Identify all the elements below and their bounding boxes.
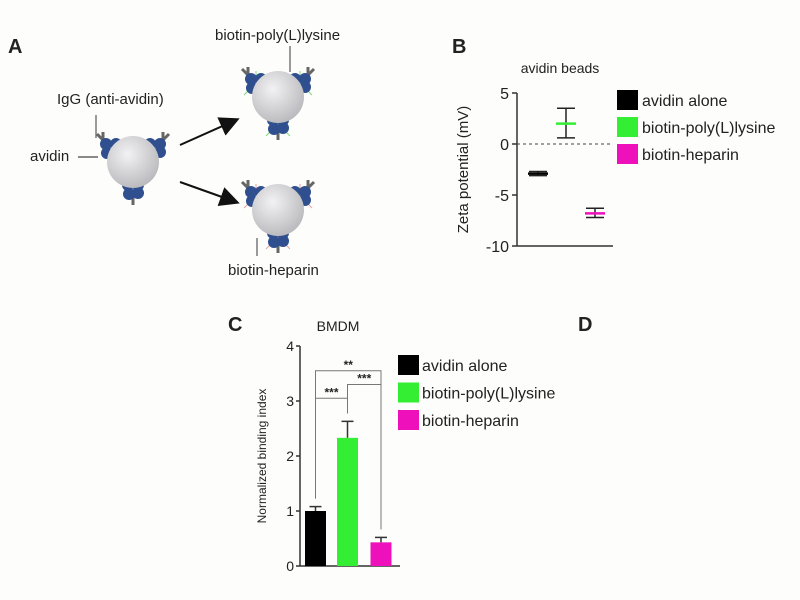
avidin-icon [100, 138, 112, 150]
legend-label: biotin-heparin [422, 413, 519, 430]
legend-swatch [617, 117, 638, 137]
y-axis-label: Normalized binding index [255, 389, 269, 524]
bead-sphere [252, 71, 304, 123]
y-tick-label: 4 [286, 338, 294, 354]
significance-label: *** [357, 372, 371, 386]
significance-label: *** [324, 385, 338, 399]
legend-swatch [617, 144, 638, 164]
legend-swatch [398, 355, 419, 375]
avidin-icon [123, 188, 135, 200]
chart-title: avidin beads [521, 60, 600, 76]
avidin-icon [277, 235, 289, 247]
label-heparin: biotin-heparin [228, 262, 319, 279]
legend-label: biotin-poly(L)lysine [642, 120, 775, 137]
bar [370, 542, 392, 566]
bead-icon [240, 67, 316, 140]
y-tick-label: 5 [500, 86, 509, 103]
y-tick-label: -10 [486, 239, 509, 256]
panel-letter-d: D [578, 314, 593, 336]
label-avidin: avidin [30, 148, 70, 165]
avidin-icon [268, 123, 280, 135]
legend-swatch [398, 382, 419, 403]
panel-letter-c: C [228, 314, 243, 336]
legend-label: biotin-poly(L)lysine [422, 386, 555, 403]
label-igg: IgG (anti-avidin) [57, 91, 164, 108]
avidin-icon [245, 73, 257, 85]
bead-icon [95, 132, 171, 205]
y-tick-label: 1 [286, 503, 294, 519]
significance-bracket [315, 397, 348, 499]
bar [305, 511, 326, 566]
arrow-to-poly-lysine [179, 117, 240, 146]
avidin-icon [245, 186, 257, 198]
legend-label: avidin alone [642, 93, 728, 110]
legend-label: biotin-heparin [642, 147, 739, 164]
bead-sphere [252, 184, 304, 236]
avidin-icon [277, 122, 289, 134]
y-tick-label: 0 [500, 137, 509, 154]
legend-swatch [617, 90, 638, 110]
avidin-icon [268, 236, 280, 248]
y-axis-label: Zeta potential (mV) [455, 106, 472, 234]
y-tick-label: -5 [495, 188, 509, 205]
bead-sphere [107, 136, 159, 188]
bar [337, 437, 358, 566]
bead-icon [240, 180, 316, 253]
y-tick-label: 3 [286, 393, 294, 409]
y-tick-label: 0 [286, 558, 294, 574]
avidin-icon [132, 187, 144, 199]
significance-label: ** [344, 358, 354, 372]
legend-swatch [398, 410, 419, 430]
y-tick-label: 2 [286, 448, 294, 464]
panel-letter-b: B [452, 36, 467, 58]
panel-letter-a: A [8, 36, 23, 58]
arrow-to-heparin [179, 181, 240, 207]
legend-label: avidin alone [422, 358, 508, 375]
chart-title: BMDM [317, 318, 360, 334]
label-poly-lysine: biotin-poly(L)lysine [215, 27, 341, 44]
